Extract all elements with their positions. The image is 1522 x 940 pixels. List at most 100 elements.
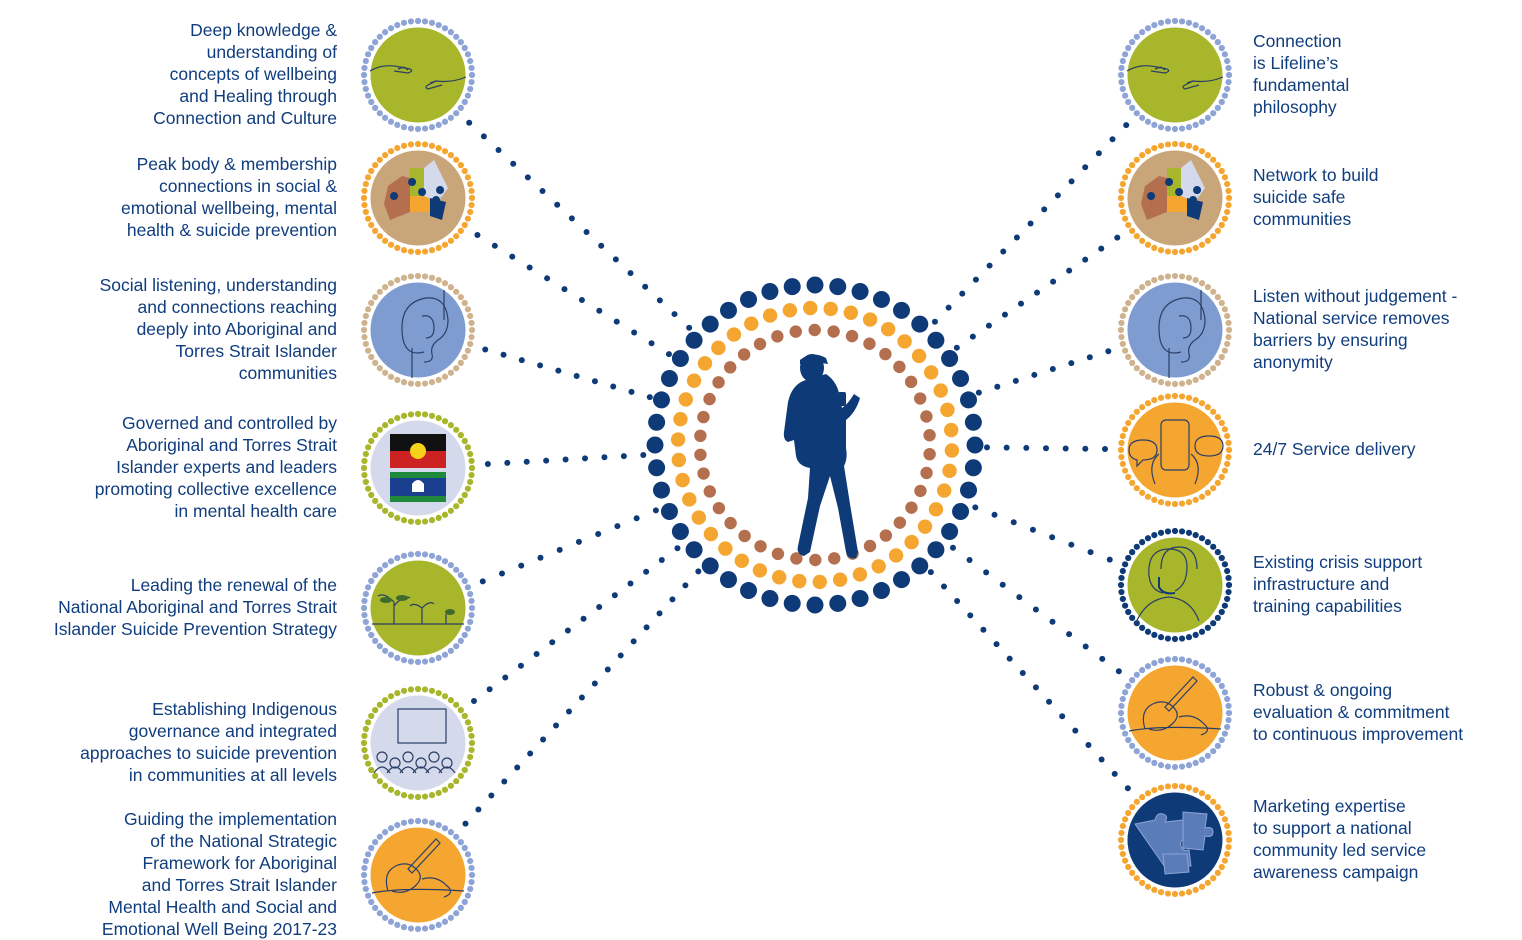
connector-dot <box>612 256 619 263</box>
connector-dot <box>983 444 990 451</box>
right-label-1: Connection is Lifeline’s fundamental phi… <box>1253 31 1350 117</box>
ring-dot <box>673 411 688 427</box>
right-icon-circle-4 <box>1117 392 1233 508</box>
connector-dot <box>949 544 956 551</box>
right-icon-circle-1 <box>1117 17 1233 133</box>
ring-dot <box>872 582 890 600</box>
connector-dot <box>1111 770 1118 777</box>
connector-dot <box>1068 360 1075 367</box>
connector-dot <box>1012 377 1019 384</box>
connector-dot <box>1027 220 1034 227</box>
connector-dot <box>1115 668 1122 675</box>
connector-dot <box>1016 594 1023 601</box>
connector-dot <box>555 367 562 374</box>
connector-dot <box>518 562 525 569</box>
connector-dot <box>504 459 511 466</box>
ring-dot <box>942 463 957 479</box>
left-icon-circle-5 <box>360 550 476 666</box>
connector-dot <box>1068 178 1075 185</box>
connector-dot <box>1006 655 1013 662</box>
connector-dot <box>601 454 608 461</box>
left-icon-circle-1 <box>360 17 476 133</box>
ring-dot <box>933 383 948 398</box>
ring-dot <box>911 557 929 575</box>
connector-dot <box>1082 445 1089 452</box>
connector-dot <box>617 652 624 659</box>
connector-dot <box>1032 606 1039 613</box>
connector-dot <box>491 242 498 249</box>
connector-dot <box>537 554 544 561</box>
connector-dot <box>568 215 575 222</box>
right-label-7: Marketing expertise to support a nationa… <box>1253 796 1427 882</box>
connector-dot <box>475 806 482 813</box>
connector-dot <box>954 597 961 604</box>
ring-dot <box>726 327 742 342</box>
connector-dot <box>509 253 516 260</box>
connector-dot <box>940 583 947 590</box>
connector-dot <box>953 344 960 351</box>
ring-dot <box>701 557 719 575</box>
ring-dot <box>671 523 689 541</box>
ring-dot <box>771 330 784 343</box>
right-label-4: 24/7 Service delivery <box>1253 439 1416 459</box>
connector-dot <box>983 569 990 576</box>
connector-dot <box>539 188 546 195</box>
ring-dot <box>694 448 707 462</box>
ring-dot <box>703 392 716 406</box>
ring-dot <box>829 594 847 612</box>
connector-dot <box>554 201 561 208</box>
connector-dot <box>1114 234 1121 241</box>
ring-dot <box>652 391 670 409</box>
connector-dot <box>549 639 556 646</box>
ring-dot <box>648 413 666 431</box>
ring-dot <box>923 447 936 461</box>
connector-dot <box>610 383 617 390</box>
connector-dot <box>1029 526 1036 533</box>
connector-dot <box>993 641 1000 648</box>
left-label-2: Peak body & membership connections in so… <box>121 154 337 240</box>
ring-dot <box>863 337 876 350</box>
seedlings-icon <box>372 594 464 625</box>
connector-dot <box>565 708 572 715</box>
ring-dot <box>927 541 945 559</box>
ring-dot <box>880 321 896 337</box>
ring-dot <box>941 349 959 367</box>
connector-dot <box>1059 713 1066 720</box>
ring-dot <box>920 466 933 480</box>
connector-dot <box>658 557 665 564</box>
connector-dot <box>656 297 663 304</box>
connector-dot <box>527 750 534 757</box>
ring-dot <box>904 375 918 389</box>
connector-dot <box>972 276 979 283</box>
connector-dot <box>627 270 634 277</box>
connector-dot <box>466 119 473 126</box>
connector-lines <box>462 119 1131 827</box>
connector-dot <box>1000 248 1007 255</box>
connector-dot <box>537 362 544 369</box>
connector-dot <box>462 820 469 827</box>
ring-dot <box>754 540 767 553</box>
ring-dot <box>944 443 960 458</box>
connector-dot <box>470 697 477 704</box>
connector-dot <box>631 329 638 336</box>
connector-dot <box>524 174 531 181</box>
ring-dot <box>893 571 911 589</box>
ring-dot <box>917 519 933 534</box>
flags-icon <box>390 434 446 502</box>
connector-dot <box>562 456 569 463</box>
ring-dot <box>893 516 907 529</box>
ring-dot <box>812 574 827 590</box>
ring-dot <box>789 325 802 338</box>
connector-dot <box>1019 669 1026 676</box>
connector-dot <box>1082 256 1089 263</box>
ring-dot <box>941 523 959 541</box>
connector-dot <box>1034 289 1041 296</box>
connector-dot <box>614 523 621 530</box>
ring-dot <box>792 573 807 589</box>
connector-dot <box>540 736 547 743</box>
ring-dot <box>703 526 719 542</box>
connector-dot <box>484 460 491 467</box>
ring-dot <box>928 502 944 517</box>
headset-operator-icon <box>1134 546 1200 626</box>
right-label-6: Robust & ongoing evaluation & commitment… <box>1253 680 1464 744</box>
